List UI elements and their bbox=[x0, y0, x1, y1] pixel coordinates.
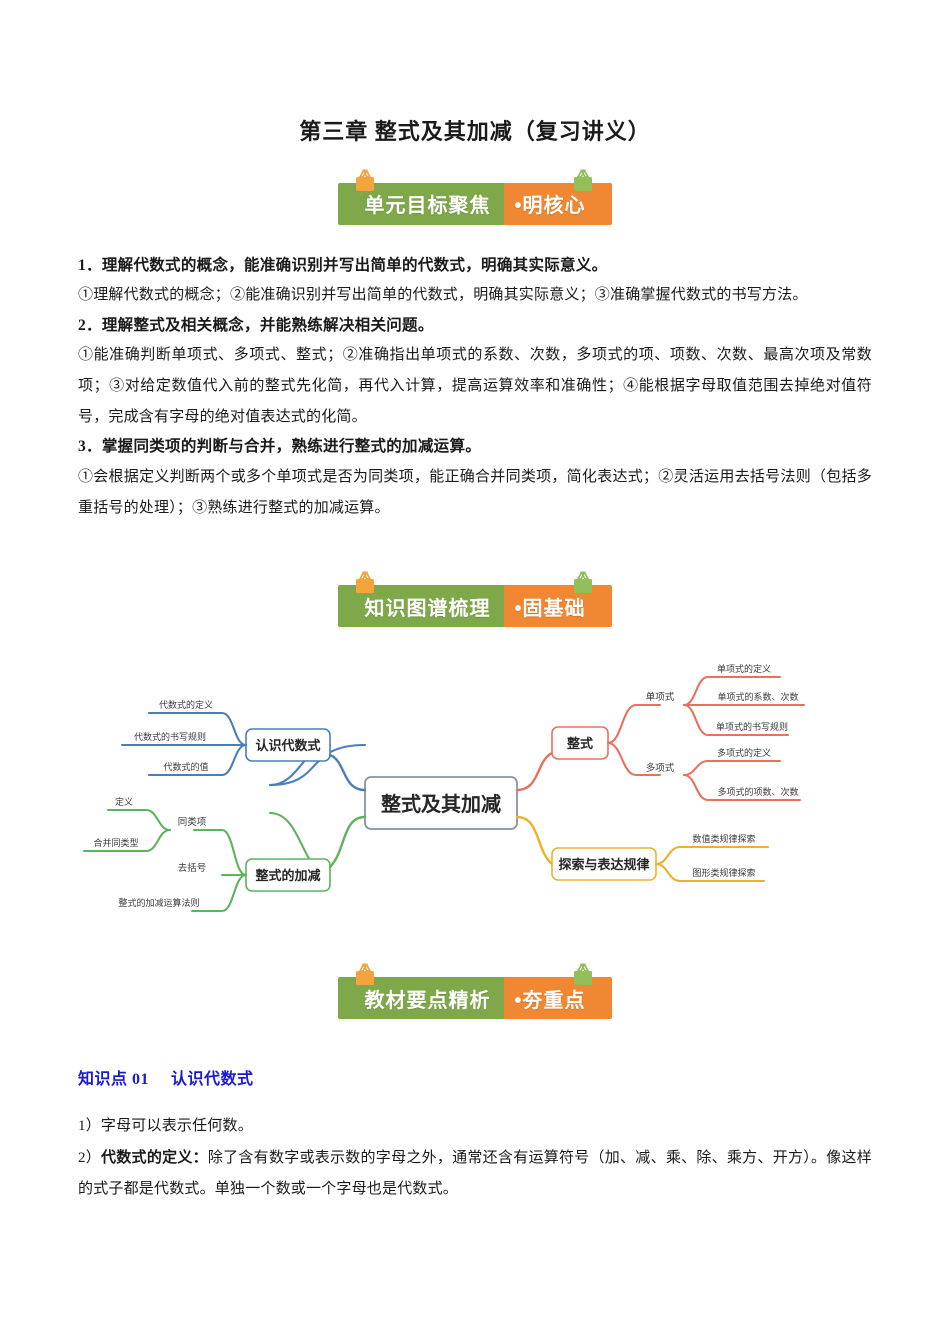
banner: 知识图谱梳理 •固基础 bbox=[338, 572, 612, 628]
mindmap-leaf-label: 定义 bbox=[115, 796, 133, 807]
knowledge-mindmap: 认识代数式 代数式的定义 代数式的书写规则 代数式的值 整式的加减 bbox=[74, 645, 868, 925]
mindmap-mid-label: 同类项 bbox=[178, 816, 207, 828]
mindmap-node-label: 认识代数式 bbox=[255, 738, 320, 753]
knowledge-point-heading: 知识点 01 认识代数式 bbox=[78, 1065, 872, 1089]
mindmap-node-label: 整式 bbox=[566, 736, 593, 751]
mindmap-branch-recognize-algebraic bbox=[268, 744, 367, 787]
binder-clip-icon bbox=[352, 962, 378, 988]
mindmap-leaf-label: 代数式的定义 bbox=[159, 699, 213, 710]
mindmap-leaf-label: 单项式的书写规则 bbox=[716, 721, 788, 732]
mindmap-node-integral-addsub: 整式的加减 bbox=[245, 858, 331, 893]
section-banner-textbook-analysis: 教材要点精析 •夯重点 bbox=[78, 964, 872, 1020]
banner-right-label: •明核心 bbox=[504, 182, 612, 225]
binder-clip-icon bbox=[352, 570, 378, 596]
knowledge-point-line: 1）字母可以表示任何数。 bbox=[78, 1111, 872, 1143]
mindmap-leaf-label: 多项式的定义 bbox=[717, 747, 771, 758]
section-banner-unit-goals: 单元目标聚焦 •明核心 bbox=[78, 169, 872, 225]
banner: 教材要点精析 •夯重点 bbox=[338, 964, 612, 1020]
mindmap-leaf-label: 数值类规律探索 bbox=[692, 833, 755, 844]
knowledge-point-body: 1）字母可以表示任何数。 2）代数式的定义：除了含有数字或表示数的字母之外，通常… bbox=[78, 1111, 872, 1206]
objective-heading: 2．理解整式及相关概念，并能熟练解决相关问题。 bbox=[78, 316, 434, 334]
mindmap-leaf-label: 代数式的值 bbox=[163, 761, 208, 772]
objective-detail: ①会根据定义判断两个或多个单项式是否为同类项，能正确合并同类项，简化表达式；②灵… bbox=[78, 468, 872, 516]
knowledge-point-label: 知识点 01 bbox=[78, 1071, 150, 1089]
line-bold: 代数式的定义： bbox=[101, 1149, 208, 1166]
line-text: 除了含有数字或表示数的字母之外，通常还含有运算符号（加、减、乘、除、乘方、开方）… bbox=[78, 1149, 872, 1198]
mindmap-node-explore-express: 探索与表达规律 bbox=[551, 847, 657, 882]
banner-right-label: •固基础 bbox=[504, 585, 612, 628]
knowledge-point-title: 认识代数式 bbox=[171, 1071, 254, 1089]
mindmap-node-recognize-algebraic: 认识代数式 bbox=[245, 728, 331, 763]
mindmap-leaf-label: 整式的加减运算法则 bbox=[118, 897, 199, 908]
binder-clip-icon bbox=[570, 962, 596, 988]
binder-clip-icon bbox=[570, 168, 596, 194]
banner-left-label: 知识图谱梳理 bbox=[338, 585, 505, 628]
banner-left-label: 单元目标聚焦 bbox=[338, 182, 505, 225]
objective-detail: ①理解代数式的概念；②能准确识别并写出简单的代数式，明确其实际意义；③准确掌握代… bbox=[78, 287, 808, 304]
mindmap-leaf-label: 单项式的系数、次数 bbox=[717, 691, 798, 702]
mindmap-leaf-label: 合并同类型 bbox=[93, 837, 138, 848]
mindmap-root-node: 整式及其加减 bbox=[364, 776, 518, 831]
mindmap-root-label: 整式及其加减 bbox=[380, 792, 501, 816]
mindmap-node-integral: 整式 bbox=[551, 726, 609, 761]
line-text: 字母可以表示任何数。 bbox=[100, 1118, 253, 1135]
banner-right-label: •夯重点 bbox=[504, 977, 612, 1020]
banner: 单元目标聚焦 •明核心 bbox=[338, 169, 612, 225]
section-banner-knowledge-map: 知识图谱梳理 •固基础 bbox=[78, 572, 872, 628]
knowledge-point-line: 2）代数式的定义：除了含有数字或表示数的字母之外，通常还含有运算符号（加、减、乘… bbox=[78, 1143, 872, 1206]
unit-objectives: 1．理解代数式的概念，能准确识别并写出简单的代数式，明确其实际意义。 ①理解代数… bbox=[78, 251, 872, 524]
line-prefix: 1） bbox=[78, 1118, 101, 1135]
mindmap-leaf-label: 多项式的项数、次数 bbox=[717, 786, 798, 797]
objective-detail: ①能准确判断单项式、多项式、整式；②准确指出单项式的系数、次数，多项式的项、项数… bbox=[78, 347, 872, 425]
binder-clip-icon bbox=[352, 168, 378, 194]
mindmap-mid-label: 去括号 bbox=[178, 862, 207, 874]
mindmap-node-label: 探索与表达规律 bbox=[558, 857, 649, 872]
mindmap-leaf-label: 图形类规律探索 bbox=[692, 867, 755, 878]
binder-clip-icon bbox=[570, 570, 596, 596]
page-title: 第三章 整式及其加减（复习讲义） bbox=[299, 119, 651, 144]
objective-heading: 3．掌握同类项的判断与合并，熟练进行整式的加减运算。 bbox=[78, 438, 482, 456]
mindmap-mid-label: 多项式 bbox=[646, 762, 675, 774]
mindmap-leaf-label: 代数式的书写规则 bbox=[134, 731, 206, 742]
mindmap-leaf-label: 单项式的定义 bbox=[717, 663, 771, 674]
mindmap-mid-label: 单项式 bbox=[646, 691, 675, 703]
line-prefix: 2） bbox=[78, 1149, 102, 1166]
mindmap-node-label: 整式的加减 bbox=[254, 868, 320, 883]
objective-heading: 1．理解代数式的概念，能准确识别并写出简单的代数式，明确其实际意义。 bbox=[78, 256, 608, 274]
